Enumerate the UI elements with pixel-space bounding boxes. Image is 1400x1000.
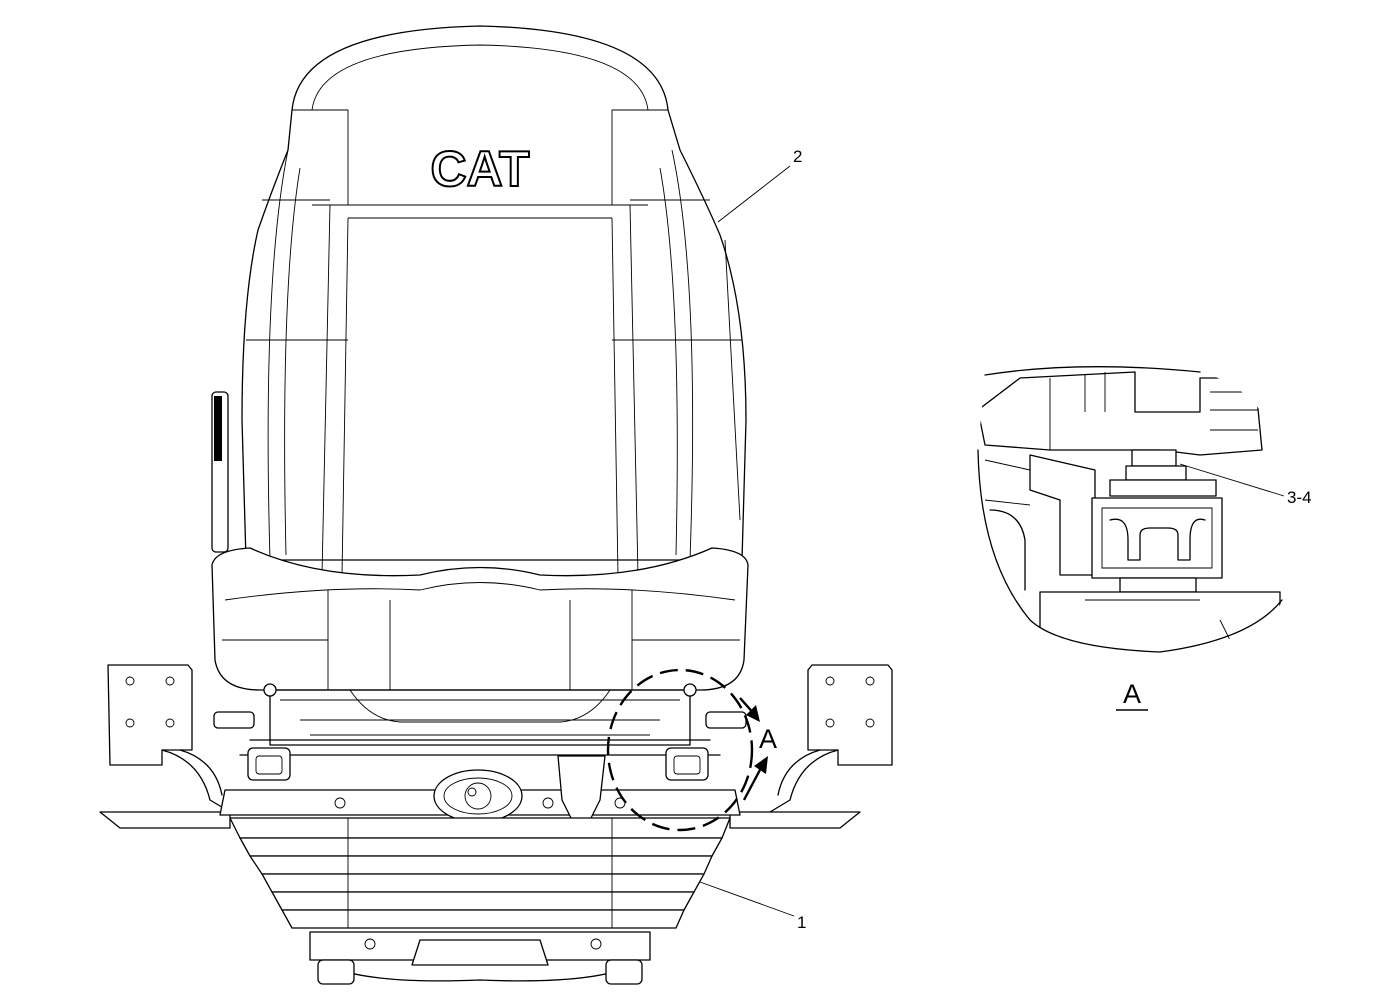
seat-backrest bbox=[241, 25, 747, 576]
right-mounting-bracket bbox=[769, 664, 893, 813]
suspension-bellows bbox=[229, 817, 731, 929]
height-adjust-knob bbox=[433, 769, 523, 823]
detail-marker-label: A bbox=[759, 724, 777, 754]
backrest-recline-lever bbox=[211, 391, 229, 553]
seat-cushion bbox=[211, 547, 749, 691]
cat-logo: CAT bbox=[429, 140, 530, 198]
callout-1-leader bbox=[699, 881, 795, 917]
detail-view-a bbox=[977, 366, 1285, 653]
callout-2-leader bbox=[717, 165, 791, 223]
callout-3-4-leader bbox=[1179, 463, 1285, 497]
seat-slide-frame bbox=[213, 689, 747, 756]
base-plate bbox=[99, 789, 861, 829]
callout-2: 2 bbox=[793, 147, 802, 166]
detail-view-label: A bbox=[1123, 679, 1141, 709]
brand-logo-text: CAT bbox=[430, 141, 529, 197]
slide-rail-clips bbox=[247, 683, 709, 781]
seat-base-frame bbox=[309, 931, 651, 985]
callout-3-4: 3-4 bbox=[1287, 488, 1312, 507]
callout-1: 1 bbox=[797, 913, 806, 932]
detail-a-marker bbox=[606, 668, 768, 832]
left-mounting-bracket bbox=[107, 664, 231, 813]
